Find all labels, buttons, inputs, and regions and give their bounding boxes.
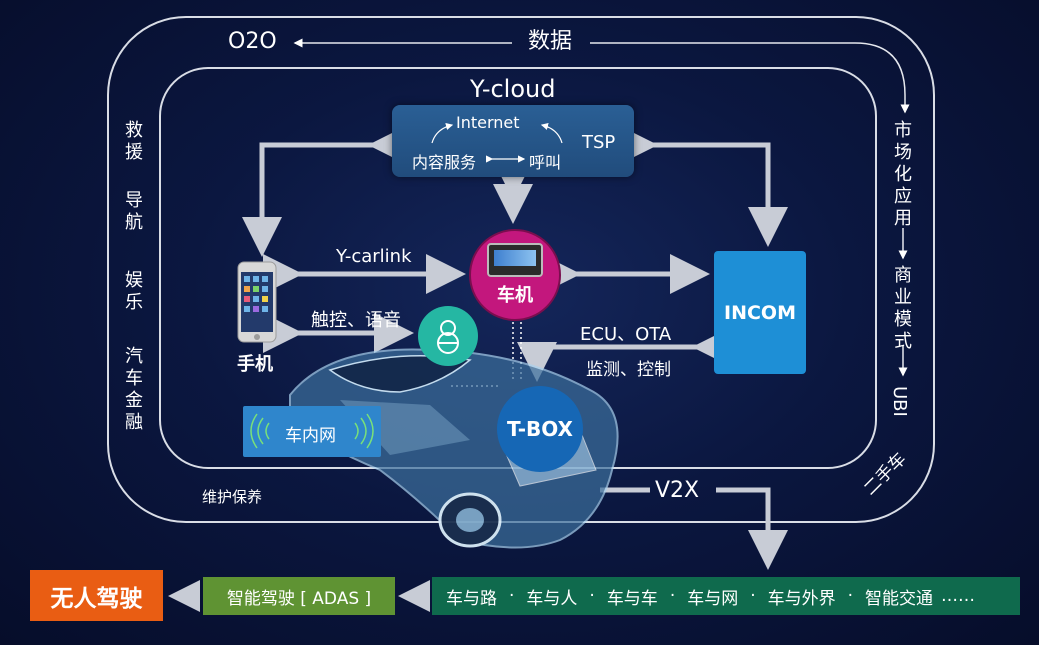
auto-finance-label: 汽车金融 bbox=[125, 346, 143, 433]
in-vehicle-network-label: 车内网 bbox=[285, 426, 336, 446]
in-vehicle-network-box: 车内网 bbox=[243, 406, 381, 457]
rescue-label: 救援 bbox=[125, 120, 143, 163]
navigation-label: 导航 bbox=[125, 190, 143, 233]
content-service-label: 内容服务 bbox=[412, 153, 477, 172]
ubi-label: UBI bbox=[889, 386, 910, 417]
v2x-items-bar: 车与路 · 车与人 · 车与车 · 车与网 · 车与外界 · 智能交通 …… bbox=[432, 577, 1020, 615]
ecu-ota-label: ECU、OTA bbox=[580, 324, 672, 345]
cloud-internal-arrows bbox=[431, 122, 563, 163]
v2x-item: 车与车 bbox=[606, 588, 658, 609]
monitor-control-label: 监测、控制 bbox=[586, 360, 671, 380]
entertainment-label: 娱乐 bbox=[125, 270, 143, 313]
business-model-label: 商业模式 bbox=[894, 265, 912, 352]
o2o-label: O2O bbox=[228, 29, 277, 54]
v2x-item: 车与人 bbox=[526, 588, 578, 609]
call-label: 呼叫 bbox=[529, 153, 562, 172]
driver-icon bbox=[418, 306, 478, 366]
signal-waves-icon bbox=[250, 413, 374, 449]
marketization-label: 市场化应用 bbox=[894, 120, 912, 229]
adas-box: 智能驾驶 [ ADAS ] bbox=[203, 577, 395, 615]
v2x-item: 车与外界 bbox=[767, 588, 836, 609]
y-cloud-title: Y-cloud bbox=[470, 75, 556, 103]
tsp-label: TSP bbox=[582, 132, 616, 153]
head-unit-icon bbox=[487, 243, 543, 277]
autonomous-driving-box: 无人驾驶 bbox=[30, 570, 163, 621]
head-unit-label: 车机 bbox=[497, 285, 533, 306]
v2x-item: 智能交通 bbox=[865, 588, 934, 609]
head-unit-node: 车机 bbox=[469, 229, 561, 321]
v2x-label: V2X bbox=[655, 478, 700, 503]
v2x-item: 车与网 bbox=[687, 588, 739, 609]
y-cloud-box: Internet TSP 内容服务 呼叫 bbox=[392, 105, 634, 177]
phone-label: 手机 bbox=[237, 354, 273, 375]
y-carlink-label: Y-carlink bbox=[336, 246, 412, 267]
touch-voice-label: 触控、语音 bbox=[311, 310, 401, 331]
internet-label: Internet bbox=[456, 113, 520, 132]
data-label: 数据 bbox=[528, 29, 573, 54]
phone-illustration bbox=[237, 261, 277, 343]
maintenance-label: 维护保养 bbox=[202, 488, 263, 506]
tbox-node: T-BOX bbox=[497, 386, 583, 472]
v2x-item: 车与路 bbox=[446, 588, 497, 609]
incom-box: INCOM bbox=[714, 251, 806, 374]
v2x-ellipsis: …… bbox=[941, 586, 976, 606]
